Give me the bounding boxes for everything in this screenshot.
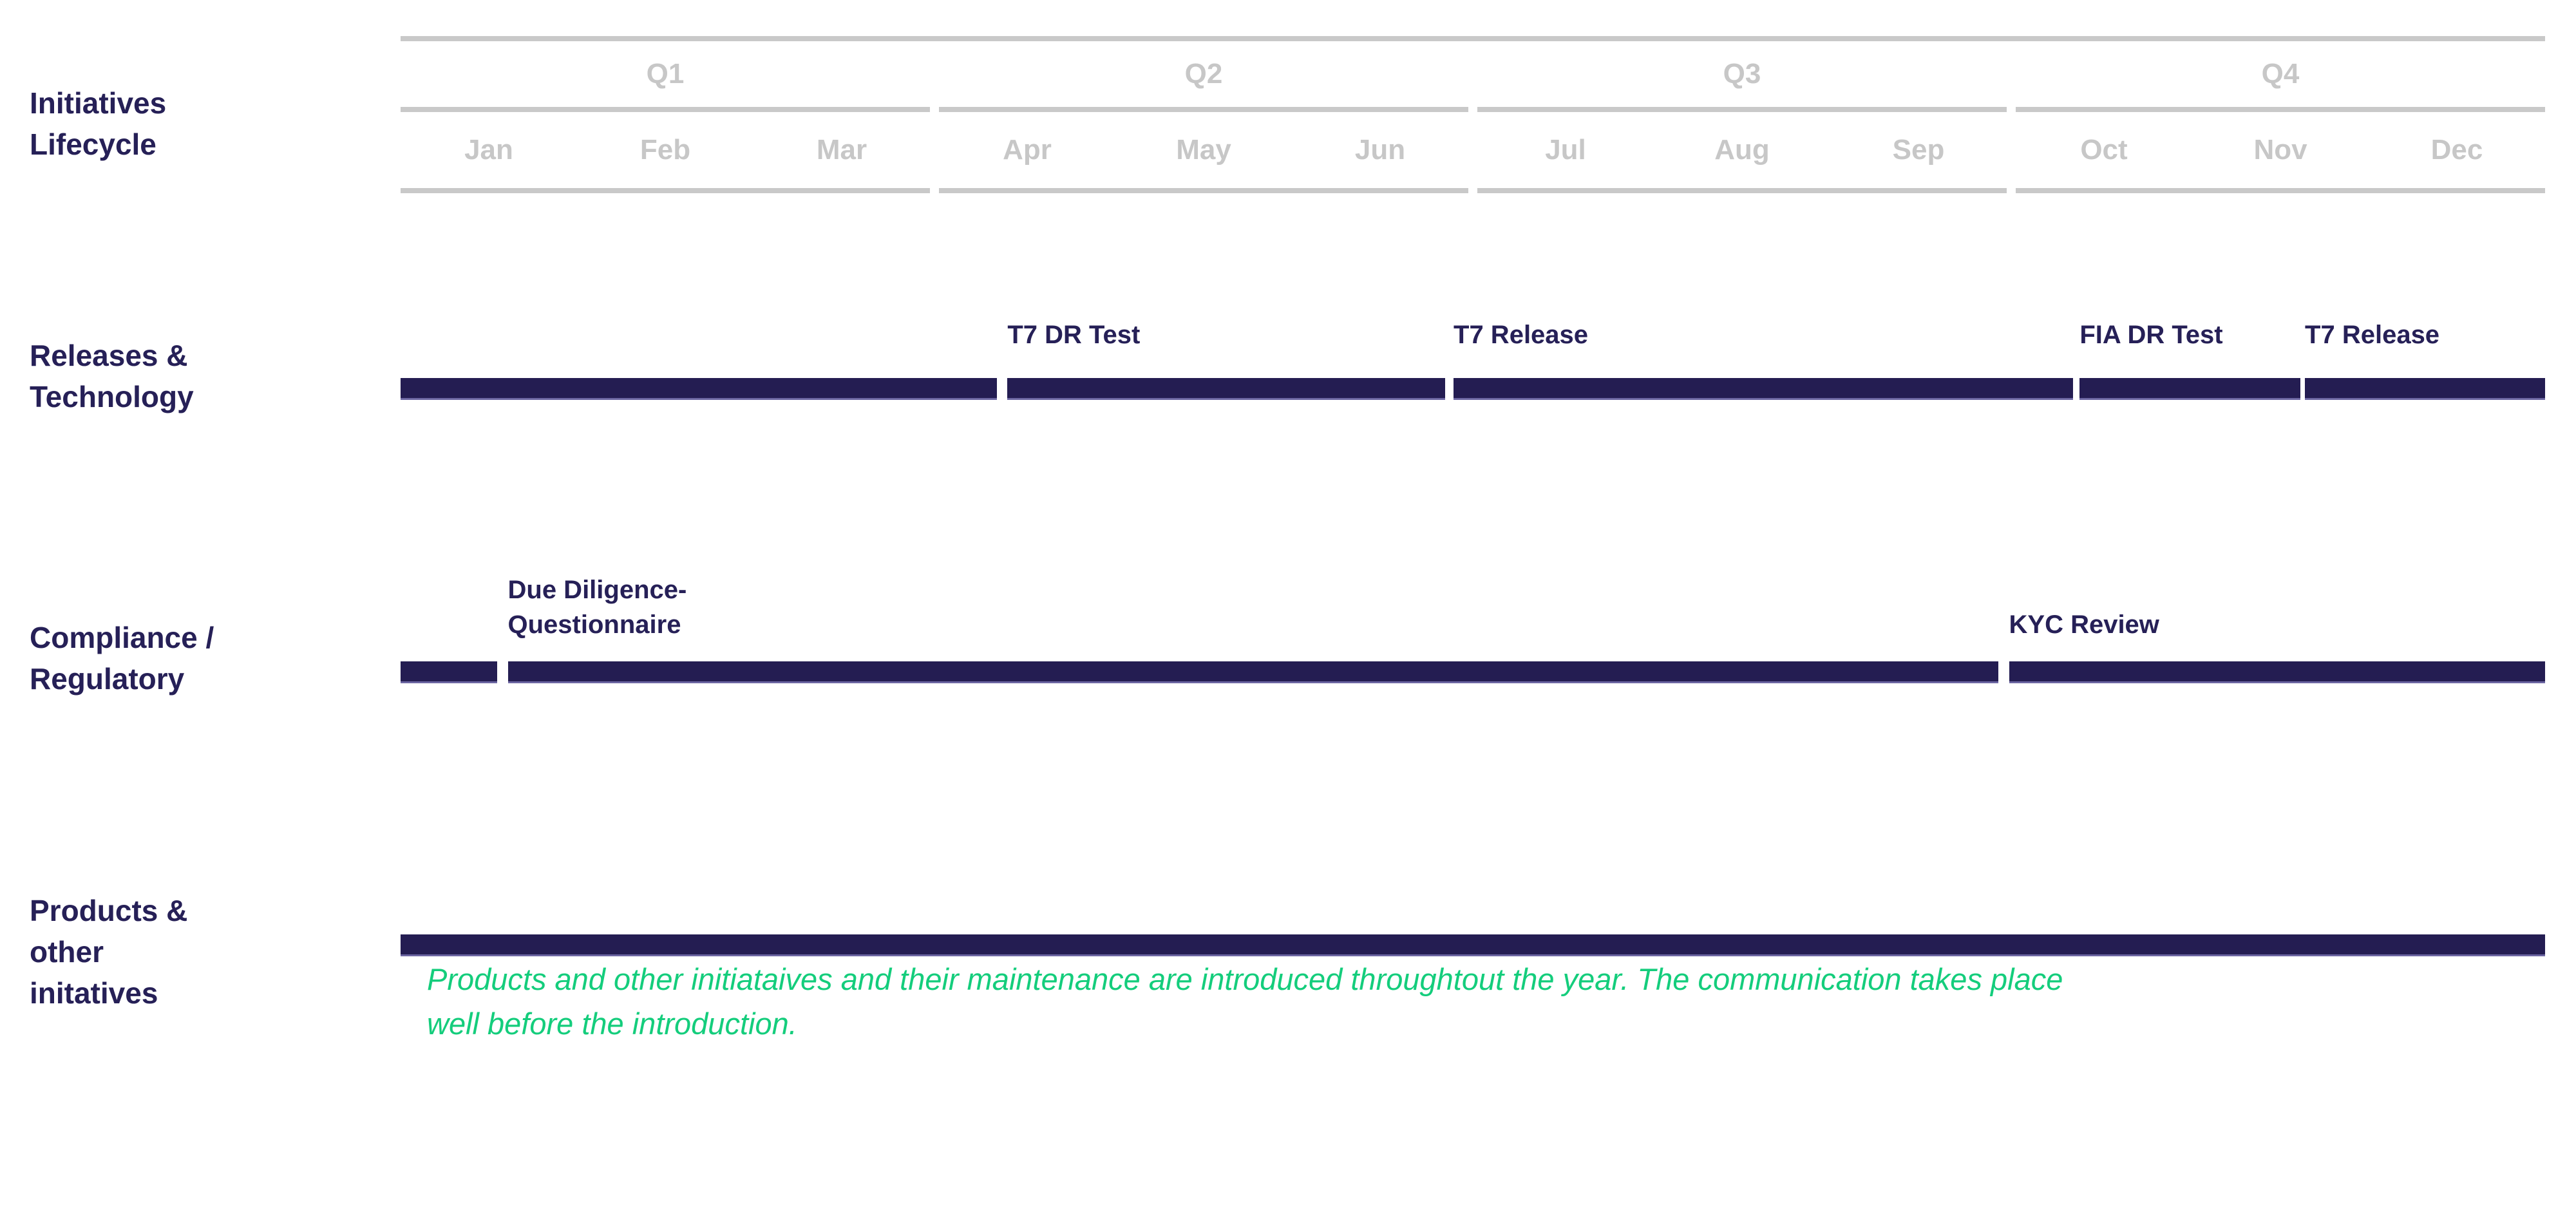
- month-label-may: May: [1176, 134, 1231, 166]
- month-label-aug: Aug: [1714, 134, 1770, 166]
- segment-label: T7 Release: [1454, 321, 1589, 349]
- segment-label: T7 Release: [2305, 321, 2440, 349]
- segment-label: KYC Review: [2009, 610, 2159, 639]
- timeline-row-releases-technology: T7 DR Test T7 Release FIA DR Test T7 Releas…: [401, 321, 2545, 400]
- month-label-apr: Apr: [1003, 134, 1052, 166]
- month-cell-group-q1: Jan Feb Mar: [401, 112, 930, 193]
- bar-compliance-regulatory: [401, 661, 2545, 683]
- row-label-products-other-initatives: Products & other initatives: [30, 894, 188, 1010]
- page-title: Initiatives Lifecycle: [30, 86, 167, 161]
- bar-segment: [401, 661, 497, 683]
- month-label-jan: Jan: [464, 134, 513, 166]
- bar-segment: [507, 661, 1998, 683]
- bar-segment: [2009, 661, 2545, 683]
- bar-segment: [401, 934, 2545, 956]
- timeline-top-rule: [401, 36, 2545, 41]
- timeline-row-products-other-initatives: [401, 934, 2545, 956]
- month-label-mar: Mar: [816, 134, 867, 166]
- month-cell-group-q3: Jul Aug Sep: [1477, 112, 2007, 193]
- month-label-jul: Jul: [1545, 134, 1586, 166]
- row-label-compliance-regulatory: Compliance / Regulatory: [30, 621, 214, 696]
- month-cell-group-q2: Apr May Jun: [939, 112, 1468, 193]
- segment-label: T7 DR Test: [1007, 321, 1141, 349]
- bar-segment: [2305, 378, 2545, 400]
- bar-segment: [1454, 378, 2074, 400]
- quarter-cell-q2: Q2: [939, 41, 1468, 112]
- quarter-label: Q4: [2261, 58, 2300, 90]
- month-label-oct: Oct: [2080, 134, 2128, 166]
- month-header-row: Jan Feb Mar Apr May Jun Jul Aug Sep Oct Nov Dec: [401, 112, 2545, 193]
- products-note: Products and other initiataives and thei…: [427, 962, 2063, 1041]
- quarter-header-row: Q1 Q2 Q3 Q4: [401, 41, 2545, 112]
- quarter-label: Q1: [646, 58, 685, 90]
- month-label-nov: Nov: [2253, 134, 2307, 166]
- bar-segment: [2079, 378, 2301, 400]
- quarter-cell-q1: Q1: [401, 41, 930, 112]
- quarter-cell-q3: Q3: [1477, 41, 2007, 112]
- segment-label: Due Diligence- Questionnaire: [507, 576, 687, 639]
- month-label-sep: Sep: [1892, 134, 1945, 166]
- quarter-cell-q4: Q4: [2016, 41, 2545, 112]
- month-label-jun: Jun: [1354, 134, 1406, 166]
- quarter-label: Q3: [1723, 58, 1761, 90]
- quarter-label: Q2: [1184, 58, 1223, 90]
- row-label-releases-technology: Releases & Technology: [30, 339, 194, 413]
- bar-segment: [1007, 378, 1445, 400]
- bar-releases-technology: [401, 378, 2545, 400]
- bar-segment: [401, 378, 997, 400]
- bar-products-other-initatives: [401, 934, 2545, 956]
- month-label-dec: Dec: [2430, 134, 2483, 166]
- segment-label: FIA DR Test: [2079, 321, 2223, 349]
- month-label-feb: Feb: [639, 134, 691, 166]
- month-cell-group-q4: Oct Nov Dec: [2016, 112, 2545, 193]
